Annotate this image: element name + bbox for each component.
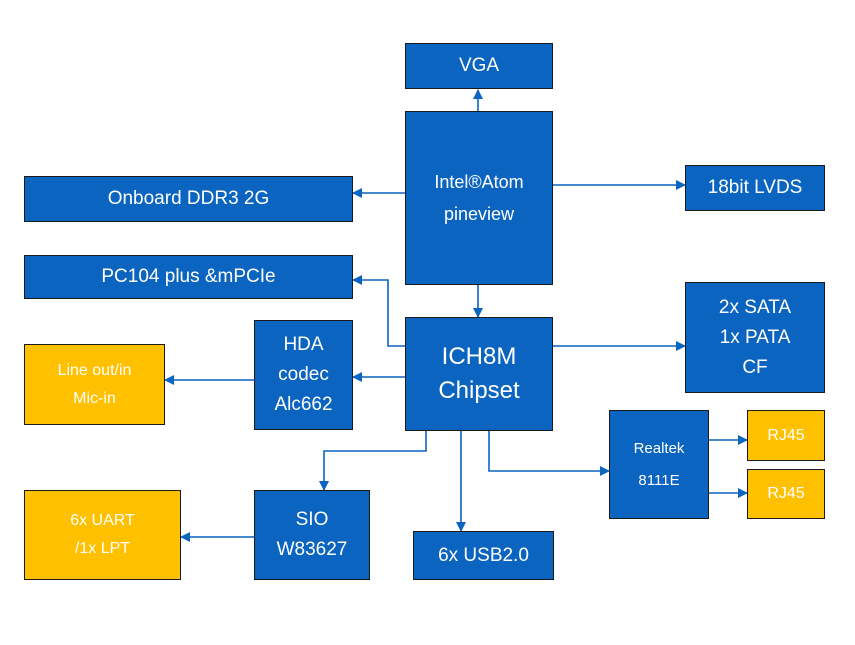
realtek-label-line-1: Realtek bbox=[633, 439, 685, 457]
pc104-block: PC104 plus &mPCIe bbox=[24, 255, 353, 299]
arrow-ich8m-to-pc104 bbox=[352, 275, 405, 347]
audio-block: Line out/in Mic-in bbox=[24, 344, 165, 425]
hda-label-line-1: HDA bbox=[283, 334, 324, 355]
storage-label-line-3: CF bbox=[742, 356, 768, 378]
storage-block: 2x SATA 1x PATA CF bbox=[685, 282, 825, 393]
lvds-label: 18bit LVDS bbox=[707, 177, 803, 198]
audio-label-line-2: Mic-in bbox=[73, 389, 116, 407]
storage-label-line-1: 2x SATA bbox=[718, 296, 792, 318]
hda-label-line-2: codec bbox=[278, 364, 329, 385]
cpu-block: Intel®Atom pineview bbox=[405, 111, 553, 285]
rj45-block-1: RJ45 bbox=[747, 410, 825, 461]
hda-label-line-3: Alc662 bbox=[274, 394, 333, 415]
realtek-label-line-2: 8111E bbox=[638, 471, 680, 489]
lvds-block: 18bit LVDS bbox=[685, 165, 825, 211]
sio-label-line-1: SIO bbox=[295, 509, 329, 530]
ich8m-block: ICH8M Chipset bbox=[405, 317, 553, 431]
vga-label: VGA bbox=[458, 55, 500, 76]
cpu-label-line-2: pineview bbox=[443, 204, 515, 224]
ddr3-block: Onboard DDR3 2G bbox=[24, 176, 353, 222]
arrow-ich8m-to-sio bbox=[319, 431, 427, 491]
uart-block: 6x UART /1x LPT bbox=[24, 490, 181, 580]
ich8m-label-line-2: Chipset bbox=[438, 377, 520, 404]
hda-codec-block: HDA codec Alc662 bbox=[254, 320, 353, 430]
realtek-block: Realtek 8111E bbox=[609, 410, 709, 519]
usb-block: 6x USB2.0 bbox=[413, 531, 554, 580]
ich8m-label-line-1: ICH8M bbox=[441, 343, 517, 370]
pc104-label: PC104 plus &mPCIe bbox=[101, 266, 276, 287]
rj45-label-2: RJ45 bbox=[767, 485, 805, 502]
vga-block: VGA bbox=[405, 43, 553, 89]
sio-block: SIO W83627 bbox=[254, 490, 370, 580]
ddr3-label: Onboard DDR3 2G bbox=[107, 188, 270, 209]
audio-label-line-1: Line out/in bbox=[57, 361, 132, 379]
arrow-ich8m-to-realtek bbox=[488, 431, 610, 476]
uart-label-line-1: 6x UART bbox=[70, 512, 135, 529]
cpu-label-line-1: Intel®Atom bbox=[434, 172, 524, 192]
sio-label-line-2: W83627 bbox=[276, 539, 348, 560]
uart-label-line-2: /1x LPT bbox=[74, 540, 131, 557]
storage-label-line-2: 1x PATA bbox=[719, 326, 791, 348]
usb-label: 6x USB2.0 bbox=[438, 544, 529, 566]
rj45-label-1: RJ45 bbox=[767, 426, 805, 444]
rj45-block-2: RJ45 bbox=[747, 469, 825, 519]
